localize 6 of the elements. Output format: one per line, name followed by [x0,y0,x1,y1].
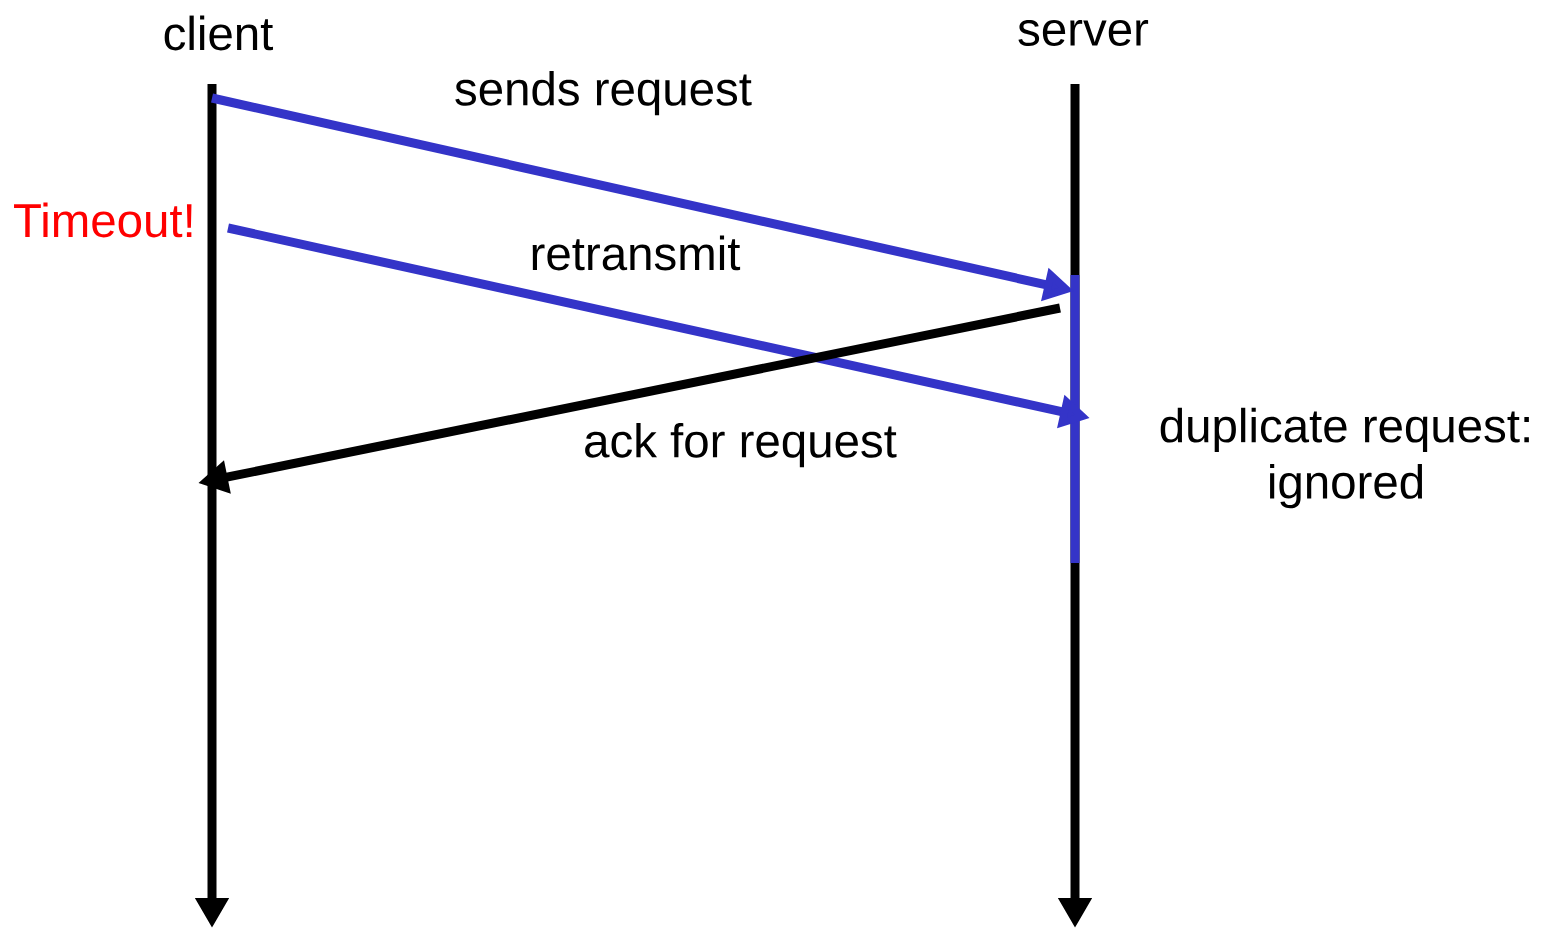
edge-label: sends request [455,70,752,116]
timeout-label: Timeout! [14,202,192,238]
node-label: client [164,15,274,51]
node-label: server [1018,20,1149,46]
edge-label: ack for request [585,422,897,468]
edge-label: retransmit [532,235,741,271]
